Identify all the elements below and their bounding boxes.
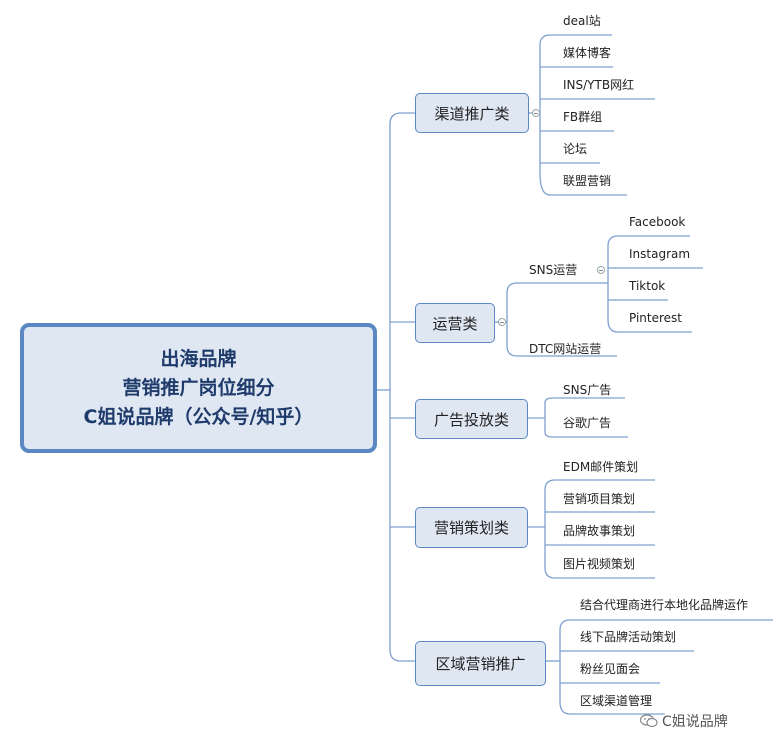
leaf-marketing-project-planning[interactable]: 营销项目策划	[563, 492, 636, 506]
leaf-sns-ads[interactable]: SNS广告	[563, 383, 612, 397]
leaf-deal-site[interactable]: deal站	[563, 14, 601, 28]
leaf-instagram[interactable]: Instagram	[629, 247, 691, 261]
leaf-edm-planning[interactable]: EDM邮件策划	[563, 460, 639, 474]
category-channel-promotion[interactable]: 渠道推广类	[415, 93, 529, 133]
leaf-media-blog[interactable]: 媒体博客	[563, 46, 612, 60]
leaf-offline-brand-events[interactable]: 线下品牌活动策划	[580, 630, 677, 644]
leaf-dtc-site-operations[interactable]: DTC网站运营	[529, 342, 602, 356]
leaf-fan-meetup[interactable]: 粉丝见面会	[580, 662, 641, 676]
collapse-toggle-channel[interactable]	[532, 109, 540, 117]
leaf-agent-localization[interactable]: 结合代理商进行本地化品牌运作	[580, 598, 749, 612]
category-marketing-planning[interactable]: 营销策划类	[415, 507, 528, 548]
leaf-image-video-planning[interactable]: 图片视频策划	[563, 557, 636, 571]
leaf-regional-channel-management[interactable]: 区域渠道管理	[580, 694, 653, 708]
root-title-line3: C姐说品牌（公众号/知乎）	[83, 405, 314, 428]
category-regional-marketing[interactable]: 区域营销推广	[415, 641, 546, 686]
leaf-google-ads[interactable]: 谷歌广告	[563, 416, 612, 430]
root-title-line1: 出海品牌	[160, 347, 237, 370]
leaf-ins-ytb-influencer[interactable]: INS/YTB网红	[563, 78, 635, 92]
category-operations[interactable]: 运营类	[415, 303, 495, 343]
watermark: C姐说品牌	[639, 711, 728, 731]
category-ad-placement[interactable]: 广告投放类	[415, 399, 528, 439]
leaf-tiktok[interactable]: Tiktok	[629, 279, 666, 293]
root-topic[interactable]: 出海品牌 营销推广岗位细分 C姐说品牌（公众号/知乎）	[20, 323, 377, 453]
wechat-icon	[639, 714, 658, 728]
collapse-toggle-operations[interactable]	[498, 318, 506, 326]
leaf-fb-group[interactable]: FB群组	[563, 110, 603, 124]
leaf-pinterest[interactable]: Pinterest	[629, 311, 683, 325]
leaf-facebook[interactable]: Facebook	[629, 215, 686, 229]
collapse-toggle-sns[interactable]	[597, 266, 605, 274]
leaf-sns-operations[interactable]: SNS运营	[529, 263, 578, 277]
root-title-line2: 营销推广岗位细分	[122, 376, 275, 399]
leaf-affiliate-marketing[interactable]: 联盟营销	[563, 174, 612, 188]
leaf-brand-story-planning[interactable]: 品牌故事策划	[563, 524, 636, 538]
leaf-forum[interactable]: 论坛	[563, 142, 588, 156]
watermark-text: C姐说品牌	[662, 714, 728, 730]
